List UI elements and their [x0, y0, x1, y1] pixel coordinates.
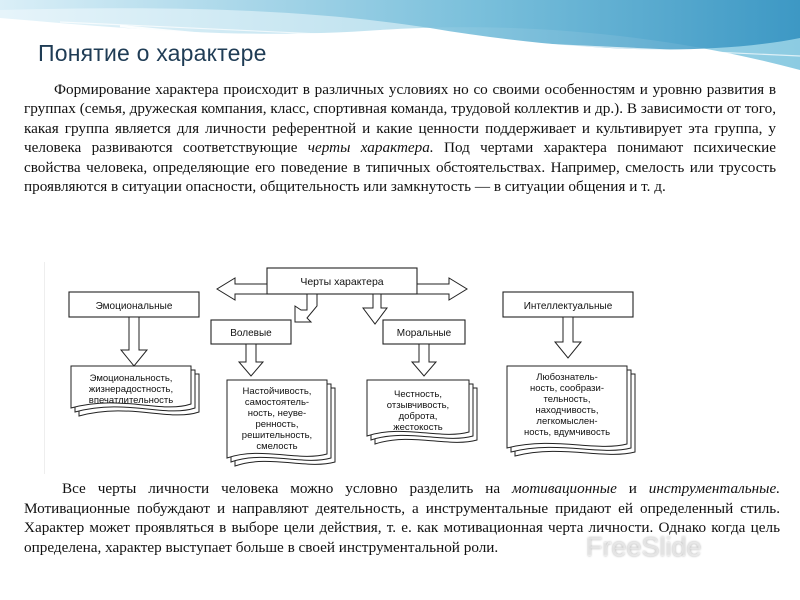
- paragraph-trait-types-text-a: Все черты личности человека можно условн…: [62, 480, 513, 497]
- arrow-to-emotional: [216, 277, 268, 301]
- paragraph-trait-types-italic-2: инструментальные.: [648, 480, 780, 497]
- category-label-intellectual: Интеллектуальные: [524, 301, 613, 312]
- moral-trait-3: доброта,: [399, 411, 438, 422]
- arrow-emotional-down: [119, 316, 149, 367]
- volitional-trait-3: ность, неуве-: [248, 408, 306, 419]
- intellectual-trait-2: ность, сообрази-: [530, 383, 604, 394]
- emotional-trait-1: Эмоциональность,: [90, 373, 173, 384]
- category-box-moral: [382, 319, 466, 345]
- paragraph-trait-types-text-c: Мотивационные побуждают и направляют дея…: [24, 499, 780, 556]
- paragraph-formation: Формирование характера происходит в разл…: [24, 80, 776, 196]
- category-box-emotional: [68, 291, 200, 318]
- volitional-trait-1: Настойчивость,: [243, 386, 312, 397]
- category-box-intellectual: [502, 291, 634, 318]
- slide-title: Понятие о характере: [38, 40, 267, 66]
- paragraph-formation-text-a: Формирование характера происходит в разл…: [24, 81, 776, 157]
- paragraph-trait-types-italic-1: мотивационные: [512, 480, 617, 497]
- character-traits-diagram: Черты характера Эмоциональные Волевые Мо…: [44, 262, 662, 474]
- root-box: [266, 267, 418, 295]
- volitional-trait-6: смелость: [256, 441, 297, 452]
- volitional-trait-4: ренность,: [255, 419, 298, 430]
- category-label-volitional: Волевые: [230, 328, 272, 339]
- arrow-to-intellectual: [416, 277, 468, 301]
- header-wave-decoration: [0, 0, 800, 74]
- moral-trait-4: жестокость: [393, 422, 443, 433]
- arrow-moral-down: [410, 343, 438, 377]
- moral-trait-2: отзывчивость,: [387, 400, 449, 411]
- volitional-trait-2: самостоятель-: [245, 397, 309, 408]
- moral-trait-1: Честность,: [394, 389, 442, 400]
- volitional-trait-5: решительность,: [242, 430, 312, 441]
- intellectual-trait-1: Любознатель-: [536, 372, 598, 383]
- emotional-trait-2: жизнерадостность,: [89, 384, 173, 395]
- diagram-svg: Черты характера Эмоциональные Волевые Мо…: [68, 267, 636, 467]
- paragraph-formation-italic: черты характера.: [307, 139, 434, 157]
- emotional-trait-3: впечатлительность: [89, 395, 174, 406]
- category-label-moral: Моральные: [397, 328, 452, 339]
- document-stack-volitional: [226, 379, 336, 467]
- arrow-to-volitional: [294, 293, 318, 323]
- intellectual-trait-5: легкомыслен-: [536, 416, 597, 427]
- intellectual-trait-3: тельность,: [544, 394, 591, 405]
- watermark-logo: FreeSlide: [586, 532, 702, 562]
- document-stack-emotional: [70, 365, 200, 417]
- paragraph-formation-text-b: Под чертами характера понимают психическ…: [24, 139, 776, 196]
- category-label-emotional: Эмоциональные: [96, 301, 173, 312]
- arrow-volitional-down: [237, 343, 265, 377]
- intellectual-trait-4: находчивость,: [536, 405, 599, 416]
- root-label: Черты характера: [300, 276, 383, 288]
- document-stack-intellectual: [506, 365, 636, 457]
- arrow-intellectual-down: [553, 316, 583, 359]
- paragraph-trait-types-text-b: и: [616, 480, 649, 497]
- arrow-to-moral: [362, 293, 388, 325]
- paragraph-trait-types: Все черты личности человека можно условн…: [24, 479, 780, 557]
- intellectual-trait-6: ность, вдумчивость: [524, 427, 610, 438]
- document-stack-moral: [366, 379, 478, 445]
